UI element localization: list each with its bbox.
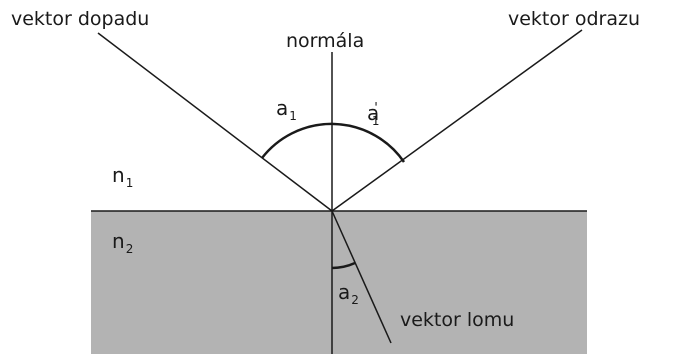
symbol-medium-1: n1 (112, 165, 133, 189)
medium-2-region (91, 211, 587, 354)
symbol-angle-refraction-base: a (338, 280, 351, 304)
label-normal: normála (286, 30, 365, 52)
label-refracted-vector: vektor lomu (400, 309, 515, 331)
symbol-angle-incidence-base: a (276, 96, 289, 120)
symbol-angle-refraction-sub: 2 (351, 293, 359, 307)
symbol-medium-2-base: n (112, 229, 125, 253)
angle-arc-refraction (331, 261, 356, 270)
symbol-medium-1-base: n (112, 163, 125, 187)
symbol-angle-reflection-prime: ' (374, 101, 378, 116)
angle-arc-incidence-reflection (261, 122, 406, 163)
symbol-angle-reflection: a'1 (367, 101, 390, 127)
symbol-medium-2: n2 (112, 231, 133, 255)
incident-ray (97, 32, 333, 212)
symbol-angle-incidence-sub: 1 (289, 109, 297, 123)
symbol-medium-1-sub: 1 (125, 176, 134, 190)
symbol-angle-refraction: a2 (338, 282, 359, 306)
symbol-medium-2-sub: 2 (125, 242, 134, 256)
symbol-angle-reflection-base: a (367, 101, 380, 125)
label-reflected-vector: vektor odrazu (508, 8, 641, 30)
symbol-angle-reflection-sub: 1 (371, 114, 380, 128)
symbol-angle-incidence: a1 (276, 98, 297, 122)
reflected-ray (331, 29, 583, 212)
refracted-ray (331, 210, 392, 344)
label-incident-vector: vektor dopadu (11, 8, 150, 30)
